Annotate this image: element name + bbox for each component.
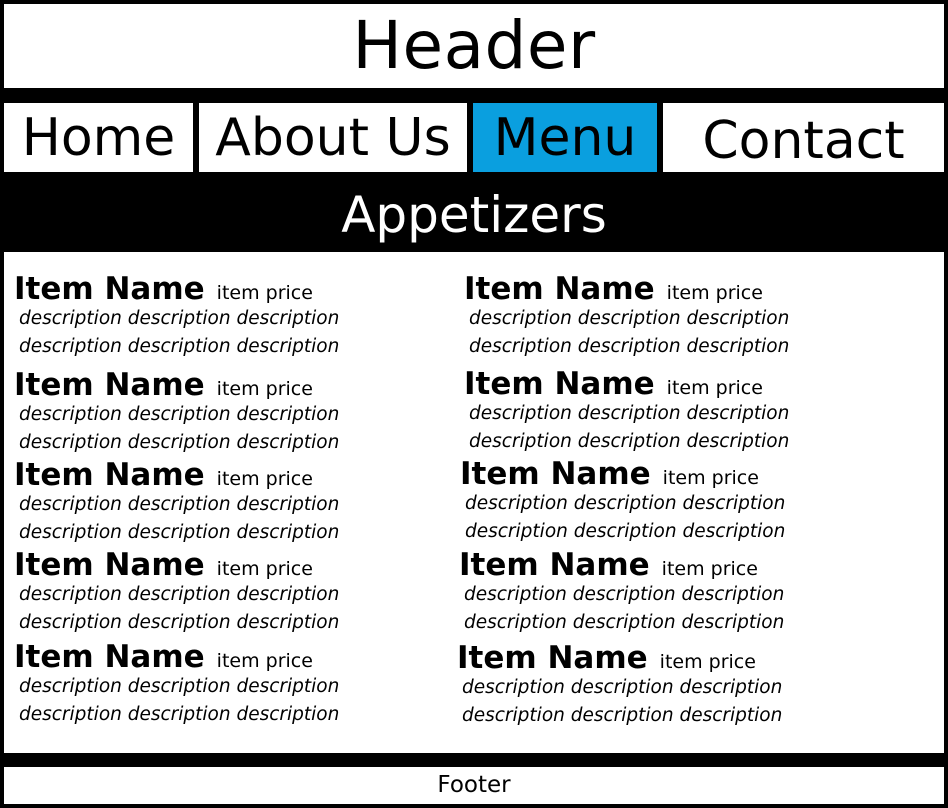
item-name: Item Name [459, 547, 650, 583]
nav-item-label: About Us [215, 107, 451, 168]
menu-item: Item Name item price description descrip… [460, 459, 880, 546]
nav-item-menu[interactable]: Menu [473, 103, 657, 172]
nav-item-contact[interactable]: Contact [663, 103, 944, 172]
nav-item-label: Home [21, 107, 176, 168]
item-description: description description description [469, 431, 790, 452]
item-description: description description description [462, 677, 783, 698]
item-description: description description description [469, 403, 790, 424]
nav-item-label: Menu [493, 107, 637, 168]
item-description: description description description [464, 584, 785, 605]
item-description: description description description [19, 404, 340, 425]
item-price: item price [666, 282, 763, 304]
item-price: item price [659, 651, 756, 673]
item-price: item price [216, 558, 313, 580]
page-footer: Footer [4, 767, 944, 804]
menu-list: Item Name item price description descrip… [4, 252, 944, 753]
footer-label: Footer [437, 772, 511, 798]
menu-item: Item Name item price description descrip… [14, 642, 434, 729]
item-price: item price [216, 282, 313, 304]
menu-item: Item Name item price description descrip… [464, 274, 884, 361]
item-price: item price [216, 650, 313, 672]
item-description: description description description [19, 494, 340, 515]
item-description: description description description [464, 612, 785, 633]
item-price: item price [661, 558, 758, 580]
item-price: item price [662, 467, 759, 489]
item-description: description description description [462, 705, 783, 726]
item-description: description description description [469, 336, 790, 357]
section-heading: Appetizers [4, 180, 944, 249]
item-description: description description description [19, 612, 340, 633]
item-description: description description description [19, 676, 340, 697]
item-name: Item Name [464, 271, 655, 307]
item-name: Item Name [14, 639, 205, 675]
item-price: item price [216, 378, 313, 400]
nav-item-home[interactable]: Home [4, 103, 193, 172]
menu-item: Item Name item price description descrip… [14, 370, 434, 457]
item-description: description description description [19, 432, 340, 453]
item-name: Item Name [460, 456, 651, 492]
item-name: Item Name [14, 271, 205, 307]
item-name: Item Name [14, 457, 205, 493]
page-header: Header [4, 4, 944, 88]
menu-item: Item Name item price description descrip… [14, 274, 434, 361]
item-description: description description description [465, 493, 786, 514]
item-description: description description description [19, 336, 340, 357]
item-description: description description description [469, 308, 790, 329]
item-description: description description description [19, 584, 340, 605]
item-price: item price [216, 468, 313, 490]
item-name: Item Name [457, 640, 648, 676]
item-description: description description description [465, 521, 786, 542]
menu-item: Item Name item price description descrip… [14, 550, 434, 637]
nav-item-about-us[interactable]: About Us [199, 103, 467, 172]
item-price: item price [666, 377, 763, 399]
menu-item: Item Name item price description descrip… [459, 550, 879, 637]
menu-item: Item Name item price description descrip… [457, 643, 877, 730]
item-name: Item Name [14, 367, 205, 403]
item-description: description description description [19, 308, 340, 329]
menu-item: Item Name item price description descrip… [14, 460, 434, 547]
item-name: Item Name [464, 366, 655, 402]
item-description: description description description [19, 522, 340, 543]
item-name: Item Name [14, 547, 205, 583]
nav-item-label: Contact [702, 110, 905, 171]
item-description: description description description [19, 704, 340, 725]
section-title: Appetizers [341, 185, 607, 244]
menu-item: Item Name item price description descrip… [464, 369, 884, 456]
header-title: Header [352, 7, 596, 84]
